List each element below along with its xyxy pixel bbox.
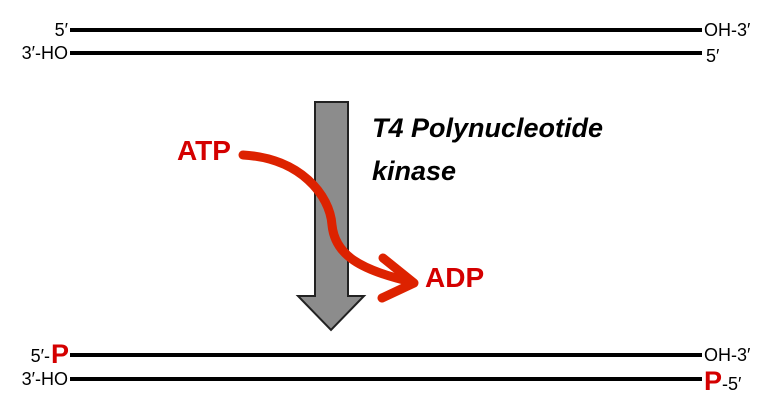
top-strand-2-right-label: 5′ [706, 46, 720, 66]
bottom-strand-1-right-label: OH-3′ [704, 345, 751, 365]
enzyme-label-line2: kinase [372, 156, 456, 186]
atp-to-adp-arrow [238, 150, 417, 287]
top-strand-1-right-label: OH-3′ [704, 20, 751, 40]
atp-to-adp-arrowhead [377, 253, 419, 303]
top-strand-2-left-label: 3′-HO [22, 43, 68, 63]
bottom-strand-1-left-label: 5′- [31, 346, 50, 366]
enzyme-label-line1: T4 Polynucleotide [372, 113, 603, 143]
top-strand-1-left-label: 5′ [55, 20, 69, 40]
bottom-strand-2-left-label: 3′-HO [22, 369, 68, 389]
bottom-5-phosphate: P [51, 339, 69, 369]
bottom-strand-2-right-label: -5′ [722, 374, 742, 394]
bottom-3-strand-phosphate: P [704, 366, 722, 396]
adp-label: ADP [425, 262, 484, 293]
atp-label: ATP [177, 135, 231, 166]
